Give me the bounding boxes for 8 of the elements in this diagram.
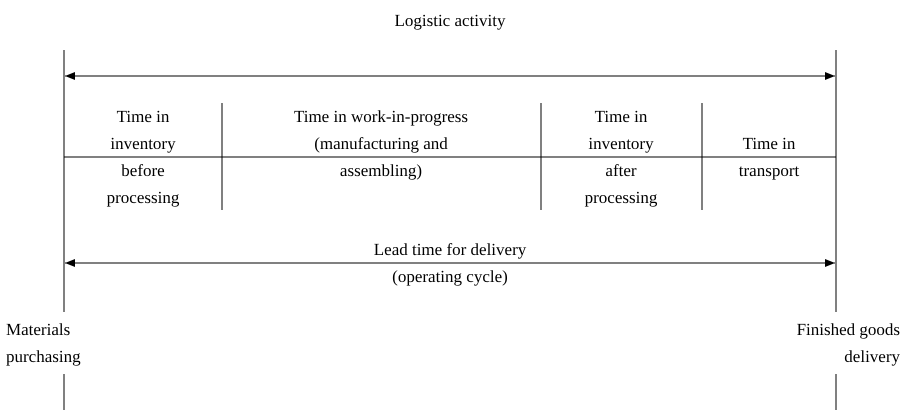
phase-label: Time in transport — [738, 133, 800, 182]
title-label: Logistic activity — [394, 10, 506, 32]
milestone-label: Materials purchasing — [6, 319, 82, 368]
dimension-label: Lead time for delivery (operating cycle) — [372, 239, 528, 288]
milestone-label: Finished goods delivery — [796, 319, 900, 368]
phase-label: Time in inventory before processing — [106, 106, 180, 209]
phase-label: Time in work-in-progress (manufacturing and assembling) — [292, 106, 470, 182]
phase-label: Time in inventory after processing — [584, 106, 658, 209]
